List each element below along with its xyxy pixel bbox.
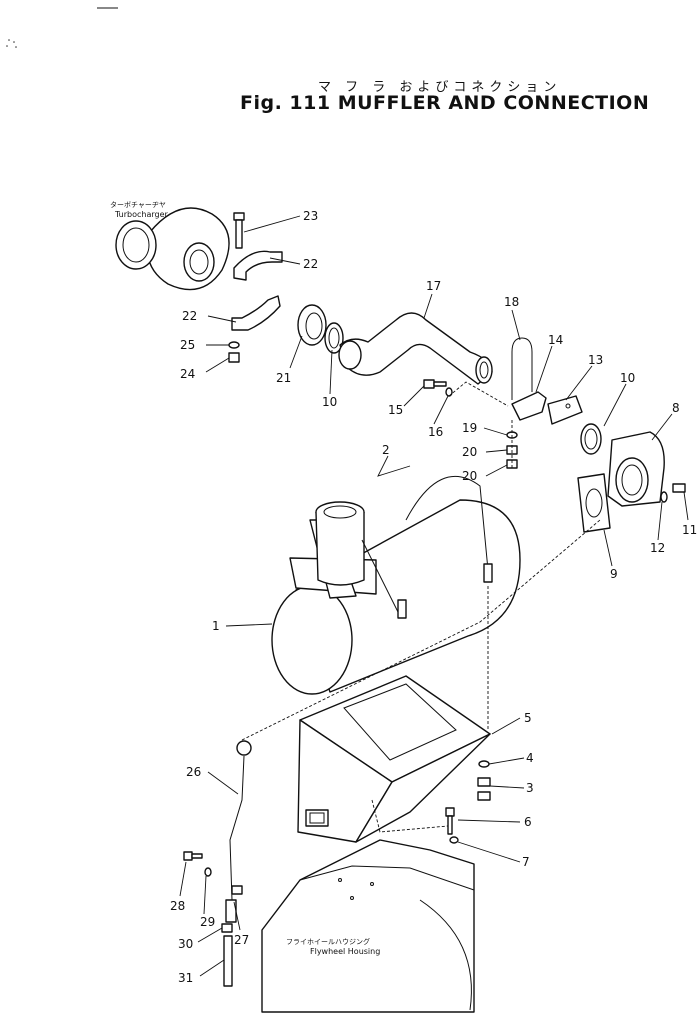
callout-11: 11 — [682, 523, 697, 537]
callout-31: 31 — [178, 971, 193, 985]
callout-23: 23 — [303, 209, 318, 223]
callout-24: 24 — [180, 367, 195, 381]
leader-lines — [179, 215, 689, 977]
turbocharger-label: Turbocharger — [114, 210, 169, 219]
callout-7: 7 — [522, 855, 530, 869]
washer-12 — [660, 491, 668, 503]
callout-20-upper: 20 — [462, 445, 477, 459]
callout-21: 21 — [276, 371, 291, 385]
bolt-6 — [445, 807, 455, 835]
callout-5: 5 — [524, 711, 532, 725]
bolt-23 — [233, 212, 245, 249]
callout-8: 8 — [672, 401, 680, 415]
mounting-bracket-5 — [297, 675, 491, 843]
callouts: 23 22 22 25 24 21 10 17 18 14 13 10 8 15… — [170, 209, 697, 985]
flywheel-housing-label: Flywheel Housing — [310, 947, 380, 956]
bolt-28 — [183, 851, 203, 861]
adapter-ring-21 — [297, 304, 327, 346]
callout-22-lower: 22 — [182, 309, 197, 323]
callout-10-left: 10 — [322, 395, 337, 409]
callout-28: 28 — [170, 899, 185, 913]
flywheel-housing-label-jp: フライホイールハウジング — [286, 937, 370, 946]
nut-24 — [228, 352, 240, 363]
plate-13 — [547, 395, 583, 425]
nut-3 — [477, 777, 491, 801]
callout-27: 27 — [234, 933, 249, 947]
callout-29: 29 — [200, 915, 215, 929]
gasket-10-right — [580, 423, 602, 455]
washer-4 — [478, 760, 490, 768]
strap-2 — [361, 476, 493, 619]
callout-10-right: 10 — [620, 371, 635, 385]
u-bolt-18 — [511, 337, 533, 400]
washer-25 — [228, 341, 240, 349]
clamp-lower-22 — [231, 295, 281, 331]
title-japanese: マ フ ラ およびコネクション — [318, 80, 562, 95]
callout-12: 12 — [650, 541, 665, 555]
callout-17: 17 — [426, 279, 441, 293]
drain-tube-26 — [229, 740, 252, 901]
bracket-14 — [511, 391, 547, 421]
figure-title: Fig. 111 MUFFLER AND CONNECTION — [240, 92, 650, 114]
flywheel-housing — [261, 839, 475, 1013]
callout-25: 25 — [180, 338, 195, 352]
nut-30 — [221, 923, 233, 933]
exhaust-pipe-17 — [338, 312, 493, 385]
callout-9: 9 — [610, 567, 618, 581]
callout-1: 1 — [212, 619, 220, 633]
scan-specks — [6, 7, 118, 48]
washer-29 — [204, 867, 212, 877]
callout-19: 19 — [462, 421, 477, 435]
clamp-upper-22 — [233, 250, 283, 281]
callout-14: 14 — [548, 333, 563, 347]
bolt-15 — [423, 379, 447, 389]
callout-3: 3 — [526, 781, 534, 795]
callout-15: 15 — [388, 403, 403, 417]
muffler-1 — [271, 499, 521, 695]
turbocharger-label-jp: ターボチャーヂヤ — [110, 200, 166, 209]
bolt-11 — [672, 483, 686, 493]
flange-gasket-9 — [577, 473, 611, 533]
callout-16: 16 — [428, 425, 443, 439]
callout-30: 30 — [178, 937, 193, 951]
callout-22-upper: 22 — [303, 257, 318, 271]
callout-26: 26 — [186, 765, 201, 779]
callout-4: 4 — [526, 751, 534, 765]
callout-20-lower: 20 — [462, 469, 477, 483]
callout-18: 18 — [504, 295, 519, 309]
washer-7 — [449, 836, 459, 844]
turbocharger — [115, 207, 230, 291]
elbow-8 — [607, 431, 665, 507]
callout-6: 6 — [524, 815, 532, 829]
callout-2: 2 — [382, 443, 390, 457]
gasket-10-left — [324, 322, 344, 354]
stud-31 — [223, 935, 233, 987]
callout-13: 13 — [588, 353, 603, 367]
